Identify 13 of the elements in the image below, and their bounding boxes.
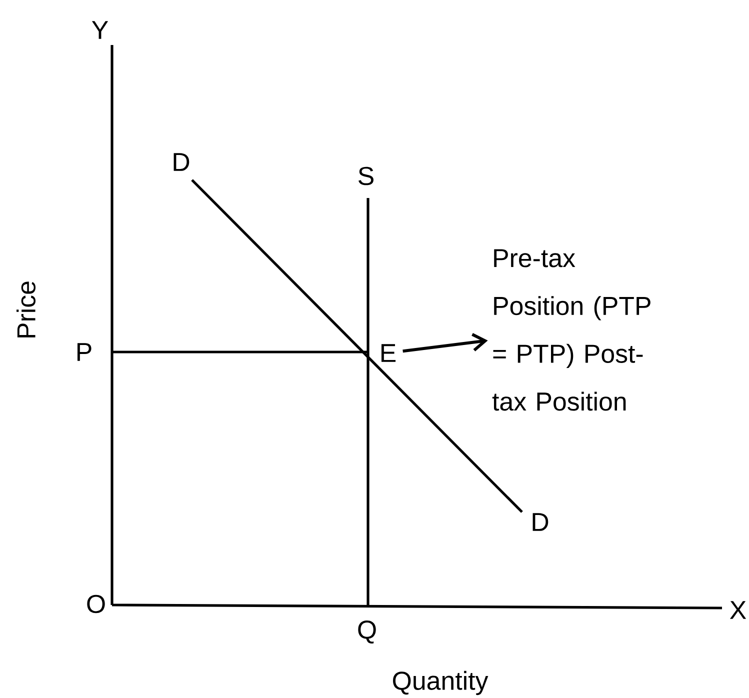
point-label: D xyxy=(174,153,190,171)
point-label: P xyxy=(78,343,92,361)
point-label: S xyxy=(358,166,374,186)
origin-label: O xyxy=(87,594,105,614)
axis-title: Price xyxy=(16,282,36,338)
axis-label: Y xyxy=(92,21,108,39)
axis-label: X xyxy=(730,601,746,619)
axis-title: Quantity xyxy=(393,670,488,696)
arrow xyxy=(402,333,488,353)
point-label: D xyxy=(532,513,548,531)
point-label: Q xyxy=(358,620,376,644)
annotation-text: Pre-tax Position (PTP = PTP) Post-tax Position xyxy=(492,249,650,411)
point-label: E xyxy=(382,344,396,362)
